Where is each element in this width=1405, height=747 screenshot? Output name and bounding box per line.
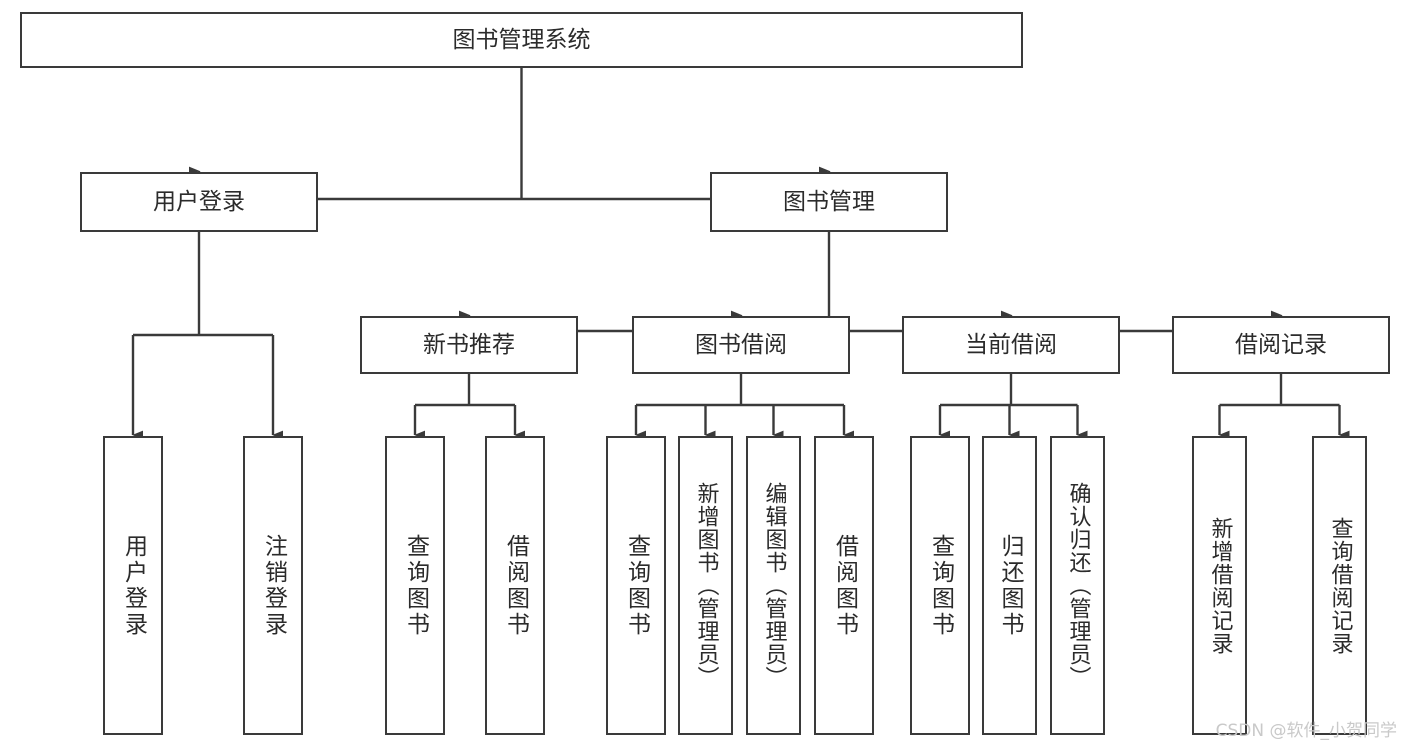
node-root-label: 图书管理系统 [452, 26, 591, 53]
leaf-borrow-book-1-label: 借阅图书 [502, 533, 529, 638]
leaf-return-book[interactable]: 归还图书 [982, 436, 1037, 735]
node-borrow-record-label: 借阅记录 [1235, 331, 1327, 358]
node-root[interactable]: 图书管理系统 [20, 12, 1023, 68]
leaf-add-borrow-record-label: 新增借阅记录 [1207, 516, 1233, 655]
leaf-query-book-1-label: 查询图书 [402, 533, 429, 638]
node-book-borrow-label: 图书借阅 [695, 331, 787, 358]
leaf-edit-book-label: 编辑图书（管理员） [761, 482, 787, 689]
leaf-query-book-1[interactable]: 查询图书 [385, 436, 445, 735]
leaf-confirm-return-label: 确认归还（管理员） [1065, 482, 1091, 689]
node-borrow-record[interactable]: 借阅记录 [1172, 316, 1390, 374]
node-user-login-label: 用户登录 [153, 188, 245, 215]
leaf-logout[interactable]: 注销登录 [243, 436, 303, 735]
leaf-query-book-3-label: 查询图书 [927, 533, 954, 638]
node-current-borrow[interactable]: 当前借阅 [902, 316, 1120, 374]
leaf-confirm-return[interactable]: 确认归还（管理员） [1050, 436, 1105, 735]
leaf-borrow-book-2[interactable]: 借阅图书 [814, 436, 874, 735]
leaf-return-book-label: 归还图书 [997, 533, 1023, 638]
node-book-manage-label: 图书管理 [783, 188, 875, 215]
node-new-book-recommend-label: 新书推荐 [423, 331, 515, 358]
leaf-borrow-book-2-label: 借阅图书 [831, 533, 858, 638]
leaf-add-book-label: 新增图书（管理员） [693, 482, 719, 689]
node-user-login[interactable]: 用户登录 [80, 172, 318, 232]
leaf-add-borrow-record[interactable]: 新增借阅记录 [1192, 436, 1247, 735]
leaf-query-borrow-record[interactable]: 查询借阅记录 [1312, 436, 1367, 735]
leaf-edit-book[interactable]: 编辑图书（管理员） [746, 436, 801, 735]
leaf-query-book-2[interactable]: 查询图书 [606, 436, 666, 735]
leaf-query-book-2-label: 查询图书 [623, 533, 650, 638]
node-current-borrow-label: 当前借阅 [965, 331, 1057, 358]
leaf-logout-label: 注销登录 [260, 533, 287, 638]
leaf-borrow-book-1[interactable]: 借阅图书 [485, 436, 545, 735]
leaf-query-book-3[interactable]: 查询图书 [910, 436, 970, 735]
leaf-user-login-label: 用户登录 [120, 533, 147, 638]
node-book-borrow[interactable]: 图书借阅 [632, 316, 850, 374]
leaf-query-borrow-record-label: 查询借阅记录 [1327, 516, 1353, 655]
node-new-book-recommend[interactable]: 新书推荐 [360, 316, 578, 374]
csdn-watermark: CSDN @软件_小贺同学 [1215, 721, 1397, 741]
leaf-add-book[interactable]: 新增图书（管理员） [678, 436, 733, 735]
leaf-user-login[interactable]: 用户登录 [103, 436, 163, 735]
node-book-manage[interactable]: 图书管理 [710, 172, 948, 232]
